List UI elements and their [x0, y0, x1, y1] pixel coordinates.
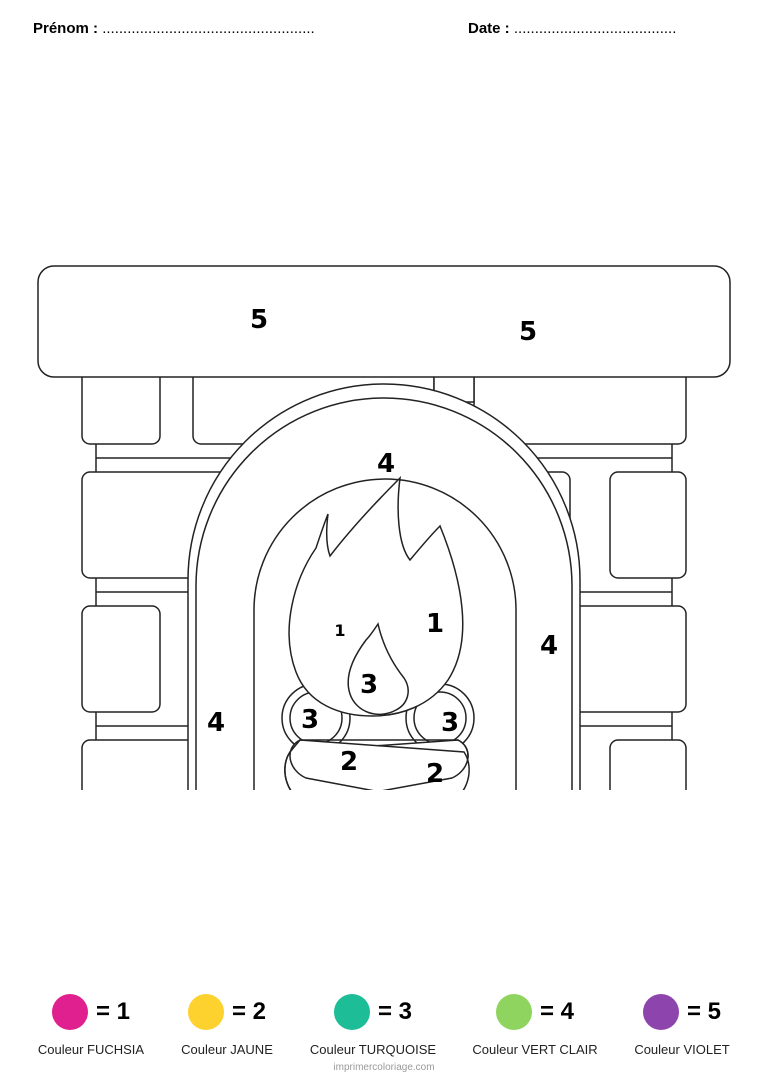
flame-outer — [288, 475, 464, 717]
legend-number: = 3 — [377, 998, 413, 1025]
zone-number: 1 — [334, 621, 345, 640]
legend-number: = 4 — [539, 998, 575, 1025]
zone-number: 5 — [519, 317, 537, 347]
legend-item-3: = 3 Couleur TURQUOISE — [298, 992, 448, 1057]
log-left-outline — [284, 739, 469, 790]
color-swatch — [51, 994, 88, 1030]
color-swatch — [495, 994, 532, 1030]
site-credit: imprimercoloriage.com — [333, 1062, 435, 1073]
date-field: Date : .................................… — [468, 20, 676, 37]
zone-number: 3 — [441, 708, 459, 738]
brick — [609, 471, 687, 579]
log-right — [289, 739, 470, 790]
legend-item-5: = 5 Couleur VIOLET — [607, 992, 757, 1057]
flame-inner — [347, 622, 409, 715]
legend-label: Couleur TURQUOISE — [309, 1042, 437, 1057]
zone-number: 2 — [340, 747, 358, 777]
legend-label: Couleur FUCHSIA — [37, 1042, 145, 1057]
zone-number: 4 — [207, 708, 225, 738]
zone-number: 5 — [250, 305, 268, 335]
mantel-shelf — [37, 265, 731, 378]
legend-item-1: = 1 Couleur FUCHSIA — [16, 992, 166, 1057]
legend-item-4: = 4 Couleur VERT CLAIR — [460, 992, 610, 1057]
legend-number: = 5 — [686, 998, 722, 1025]
prenom-field: Prénom : ...............................… — [33, 20, 315, 37]
legend-number: = 2 — [231, 998, 267, 1025]
legend-number: = 1 — [95, 998, 131, 1025]
legend-item-2: = 2 Couleur JAUNE — [152, 992, 302, 1057]
legend-label: Couleur VIOLET — [634, 1042, 730, 1057]
brick — [81, 605, 161, 713]
zone-number: 1 — [426, 609, 444, 639]
color-swatch — [187, 994, 224, 1030]
color-swatch — [333, 994, 370, 1030]
legend-label: Couleur JAUNE — [181, 1042, 273, 1057]
zone-number: 4 — [377, 449, 395, 479]
zone-number: 2 — [426, 759, 444, 789]
fireplace-arch-inner — [195, 397, 573, 790]
date-dots: ....................................... — [513, 20, 677, 37]
color-swatch — [642, 994, 679, 1030]
zone-number: 3 — [301, 705, 319, 735]
brick — [609, 739, 687, 790]
prenom-dots: ........................................… — [102, 20, 315, 37]
date-label: Date : — [468, 20, 510, 37]
zone-number: 3 — [360, 670, 378, 700]
zone-number: 4 — [540, 631, 558, 661]
legend-label: Couleur VERT CLAIR — [472, 1042, 598, 1057]
prenom-label: Prénom : — [33, 20, 99, 37]
